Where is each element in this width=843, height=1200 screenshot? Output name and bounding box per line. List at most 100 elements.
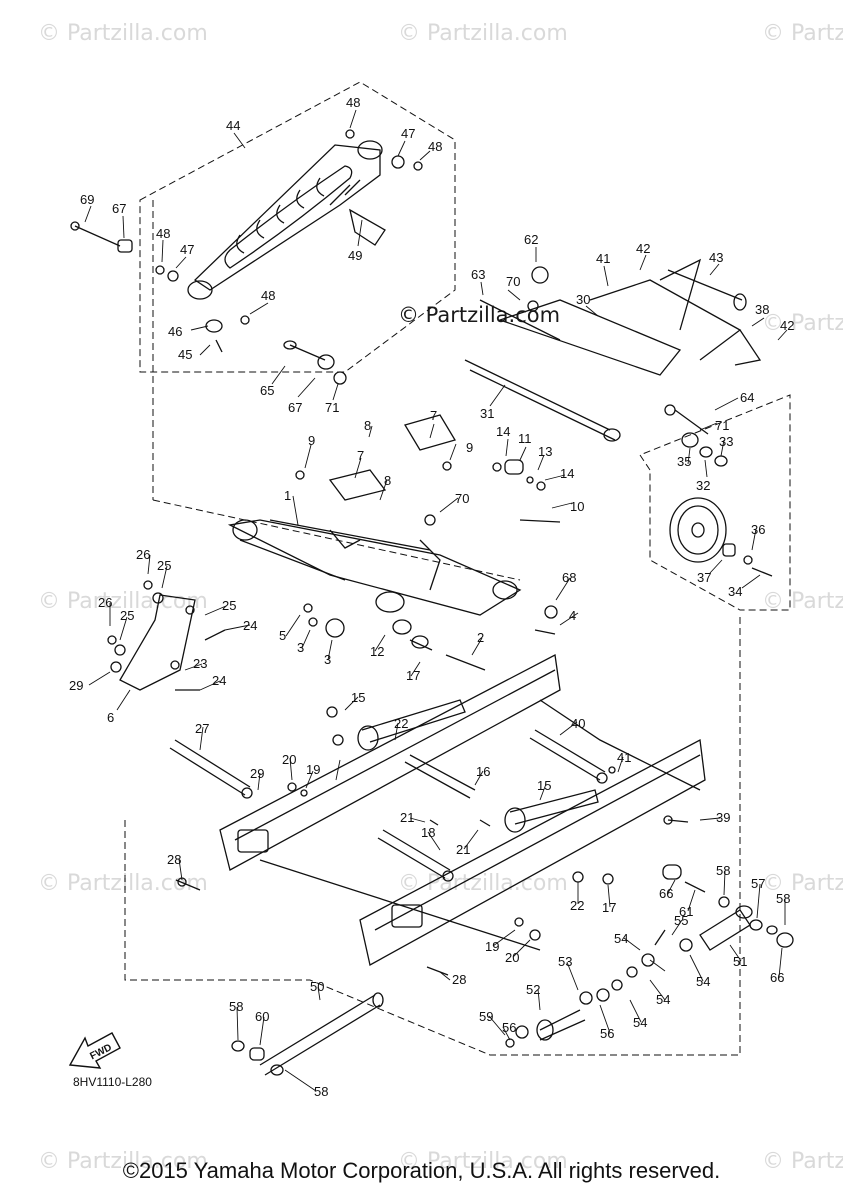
callout-label: 54 [633,1015,647,1030]
watermark: © Partzilla.com [762,21,843,46]
callout-label: 22 [394,716,408,731]
callout-label: 33 [719,434,733,449]
callout-label: 56 [600,1026,614,1041]
group-outlines [124,81,791,1056]
callout-label: 19 [306,762,320,777]
callout-label: 18 [421,825,435,840]
callout-label: 64 [740,390,754,405]
callout-label: 67 [112,201,126,216]
watermark: © Partzilla.com [398,871,568,896]
callout-label: 56 [502,1020,516,1035]
callout-label: 36 [751,522,765,537]
callout-label: 58 [776,891,790,906]
callout-label: 59 [479,1009,493,1024]
rear-axle-assembly [231,864,794,1076]
callout-label: 7 [430,408,437,423]
fwd-arrow: FWD [68,1032,121,1069]
callout-label: 46 [168,324,182,339]
callout-label: 67 [288,400,302,415]
watermark: © Partzilla.com [38,21,208,46]
slide-rails [219,653,706,966]
callout-label: 16 [476,764,490,779]
watermark: © Partzilla.com [38,871,208,896]
callout-label: 17 [602,900,616,915]
diagram-code: 8HV1110-L280 [73,1075,152,1089]
callout-label: 22 [570,898,584,913]
callout-label: 57 [751,876,765,891]
callout-label: 42 [780,318,794,333]
callout-label: 15 [537,778,551,793]
spacers [492,404,728,491]
front-arm [227,414,561,671]
pivot-arm [283,258,762,442]
callout-label: 35 [677,454,691,469]
callout-label: 58 [229,999,243,1014]
shock-group-outline [139,81,456,373]
left-link [107,580,226,691]
callout-label: 4 [569,608,576,623]
callout-label: 48 [156,226,170,241]
callout-label: 48 [261,288,275,303]
callout-label: 63 [471,267,485,282]
callout-label: 20 [505,950,519,965]
callout-label: 3 [324,652,331,667]
callout-label: 45 [178,347,192,362]
idler-wheel [669,497,773,577]
watermark: © Partzilla.com [762,311,843,336]
callout-label: 70 [455,491,469,506]
copyright-notice: ©2015 Yamaha Motor Corporation, U.S.A. A… [122,1158,721,1183]
callout-label: 40 [571,716,585,731]
callout-label: 41 [617,750,631,765]
callout-label: 55 [674,913,688,928]
watermark-layer: © Partzilla.com © Partzilla.com © Partzi… [38,21,843,1174]
callout-label: 66 [659,886,673,901]
callout-label: 41 [596,251,610,266]
callout-label: 26 [136,547,150,562]
callout-label: 34 [728,584,742,599]
watermark: © Partzilla.com [38,589,208,614]
callout-leaders [84,109,788,1092]
callout-label: 43 [709,250,723,265]
watermark: © Partzilla.com [38,1149,208,1174]
lower-hardware [175,706,689,976]
watermark: © Partzilla.com [398,1149,568,1174]
callout-label: 44 [226,118,240,133]
callout-label: 50 [310,979,324,994]
callout-label: 66 [770,970,784,985]
callout-label: 29 [250,766,264,781]
leader-line [152,499,521,581]
callout-label: 25 [157,558,171,573]
callout-label: 8 [384,473,391,488]
callout-label: 47 [401,126,415,141]
callout-label: 71 [715,418,729,433]
callout-label: 42 [636,241,650,256]
callout-label: 58 [716,863,730,878]
callout-label: 49 [348,248,362,263]
callout-label: 14 [560,466,574,481]
callout-label: 26 [98,595,112,610]
callout-label: 11 [518,431,532,446]
fwd-label: FWD [88,1042,113,1062]
callout-label: 31 [480,406,494,421]
callout-label: 9 [466,440,473,455]
callout-label: 23 [193,656,207,671]
callout-label: 2 [477,630,484,645]
callout-label: 69 [80,192,94,207]
callout-label: 6 [107,710,114,725]
callout-label: 53 [558,954,572,969]
callout-label: 19 [485,939,499,954]
callout-label: 54 [656,992,670,1007]
callout-label: 21 [400,810,414,825]
callout-label: 68 [562,570,576,585]
callout-label: 60 [255,1009,269,1024]
callout-label: 71 [325,400,339,415]
callout-label: 30 [576,292,590,307]
callout-label: 48 [346,95,360,110]
callout-label: 32 [696,478,710,493]
callout-label: 54 [696,974,710,989]
callout-label: 25 [120,608,134,623]
callout-label: 14 [496,424,510,439]
callout-label: 28 [452,972,466,987]
callout-label: 52 [526,982,540,997]
